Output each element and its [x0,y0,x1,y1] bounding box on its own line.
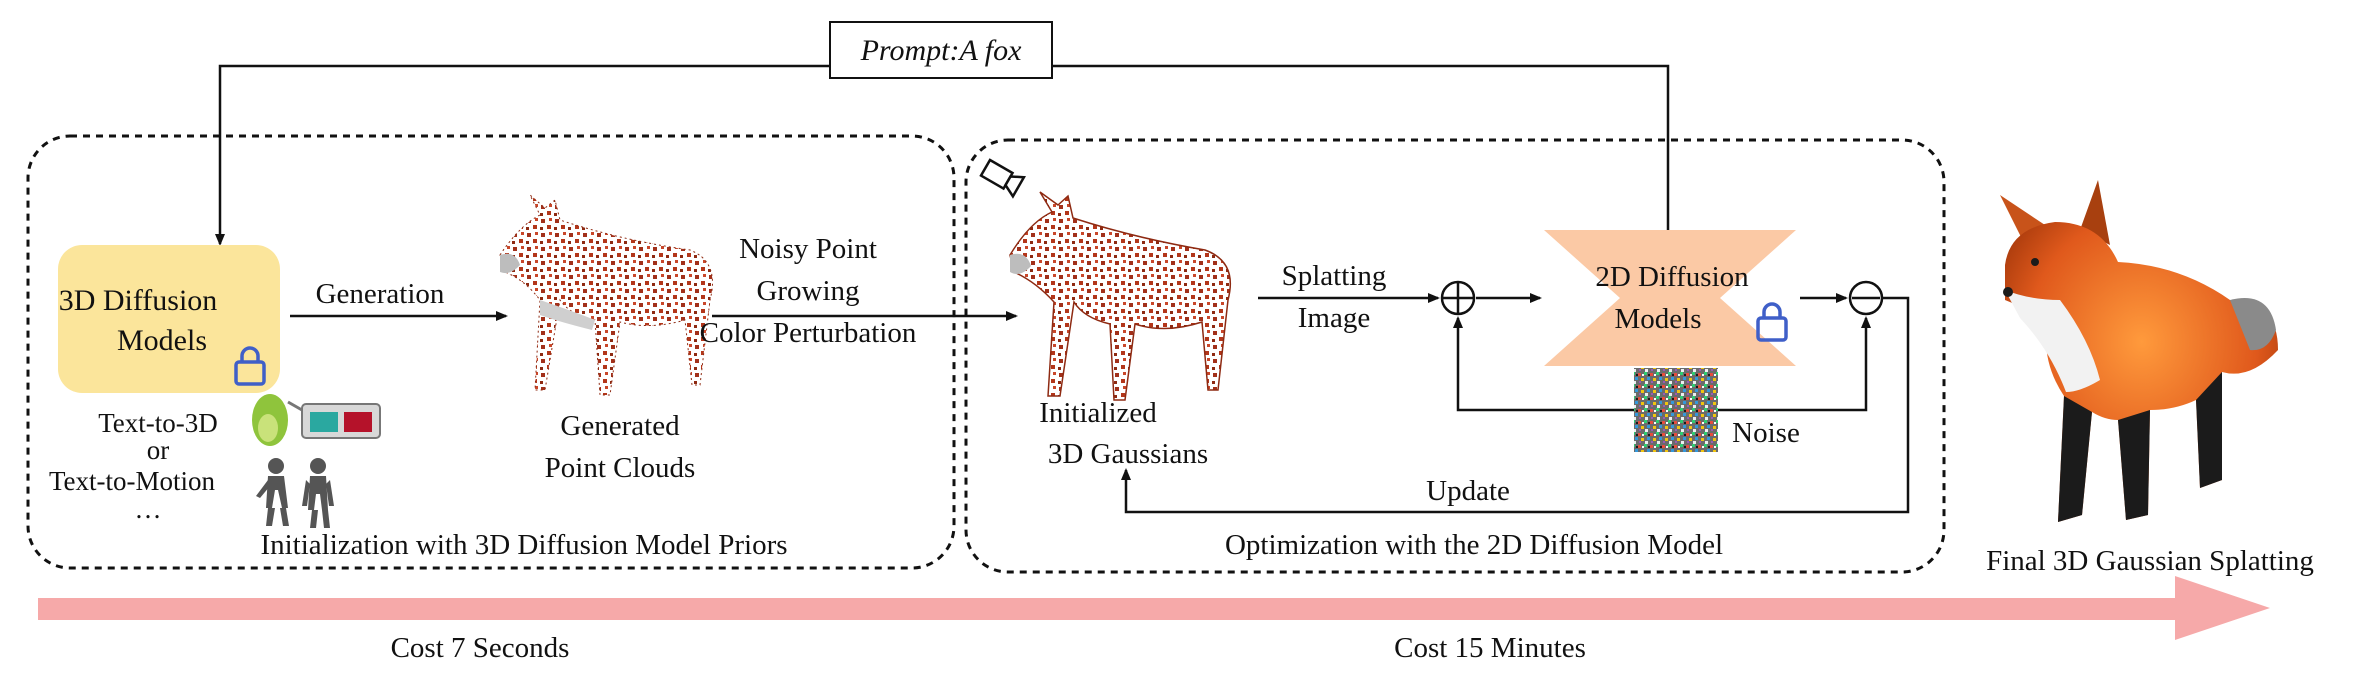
3d-model-label-line2: Models [117,324,207,357]
noise-to-plus-arrow [1453,316,1634,412]
stage1-caption: Initialization with 3D Diffusion Model P… [260,529,787,561]
generated-label-line1: Generated [560,410,680,442]
or-label: or [147,435,170,465]
noise-image [1634,368,1718,452]
lock-icon [1756,302,1788,342]
final-fox-render [2000,180,2278,522]
avocado-chair-thumbnail [252,394,288,446]
ellipsis-label: … [135,494,162,524]
update-label: Update [1426,475,1510,507]
initialized-label-line2: 3D Gaussians [1048,438,1208,470]
noisy-point-label: Noisy Point [739,233,877,265]
growing-label: Growing [756,275,859,307]
timeline-arrow [38,576,2270,640]
initialized-gaussians-fox [1009,191,1232,401]
noise-to-minus-arrow [1718,316,1871,412]
prompt-box [829,21,1053,79]
update-arrow [1121,296,1910,514]
text-to-3d-label: Text-to-3D [98,408,218,438]
prompt-label: Prompt:A fox [860,34,1022,67]
3d-glasses-thumbnail [287,400,381,439]
generated-point-cloud-fox [499,194,713,396]
camera-icon [979,158,1027,199]
prompt-to-2d-model-arrow [1052,64,1673,252]
splatting-label: Splatting [1282,260,1387,292]
3d-model-label-line1: 3D Diffusion [59,284,218,317]
stage1-panel [26,134,956,570]
prompt-to-3d-model-arrow [215,64,830,246]
human-figure-1 [256,458,289,526]
human-figure-2 [302,458,334,528]
stage2-caption: Optimization with the 2D Diffusion Model [1225,529,1723,561]
image-label: Image [1298,302,1370,334]
stage2-panel [964,138,1946,574]
final-caption: Final 3D Gaussian Splatting [1986,545,2314,577]
generation-label: Generation [316,278,445,310]
minus-circle-icon [1848,280,1884,316]
initialized-label-line1: Initialized [1039,397,1157,429]
cost-15-minutes-label: Cost 15 Minutes [1394,632,1586,664]
2d-model-label-line2: Models [1615,303,1702,335]
2d-model-label-line1: 2D Diffusion [1595,261,1749,293]
lock-icon [234,346,266,386]
3d-diffusion-model-box [58,245,280,393]
plus-circle-icon [1440,280,1476,316]
generated-label-line2: Point Clouds [545,452,696,484]
text-to-motion-label: Text-to-Motion [49,466,216,496]
noise-label: Noise [1732,417,1800,449]
2d-diffusion-model-shape [1544,230,1796,366]
color-perturbation-label: Color Perturbation [700,317,917,349]
cost-7-seconds-label: Cost 7 Seconds [391,632,570,664]
